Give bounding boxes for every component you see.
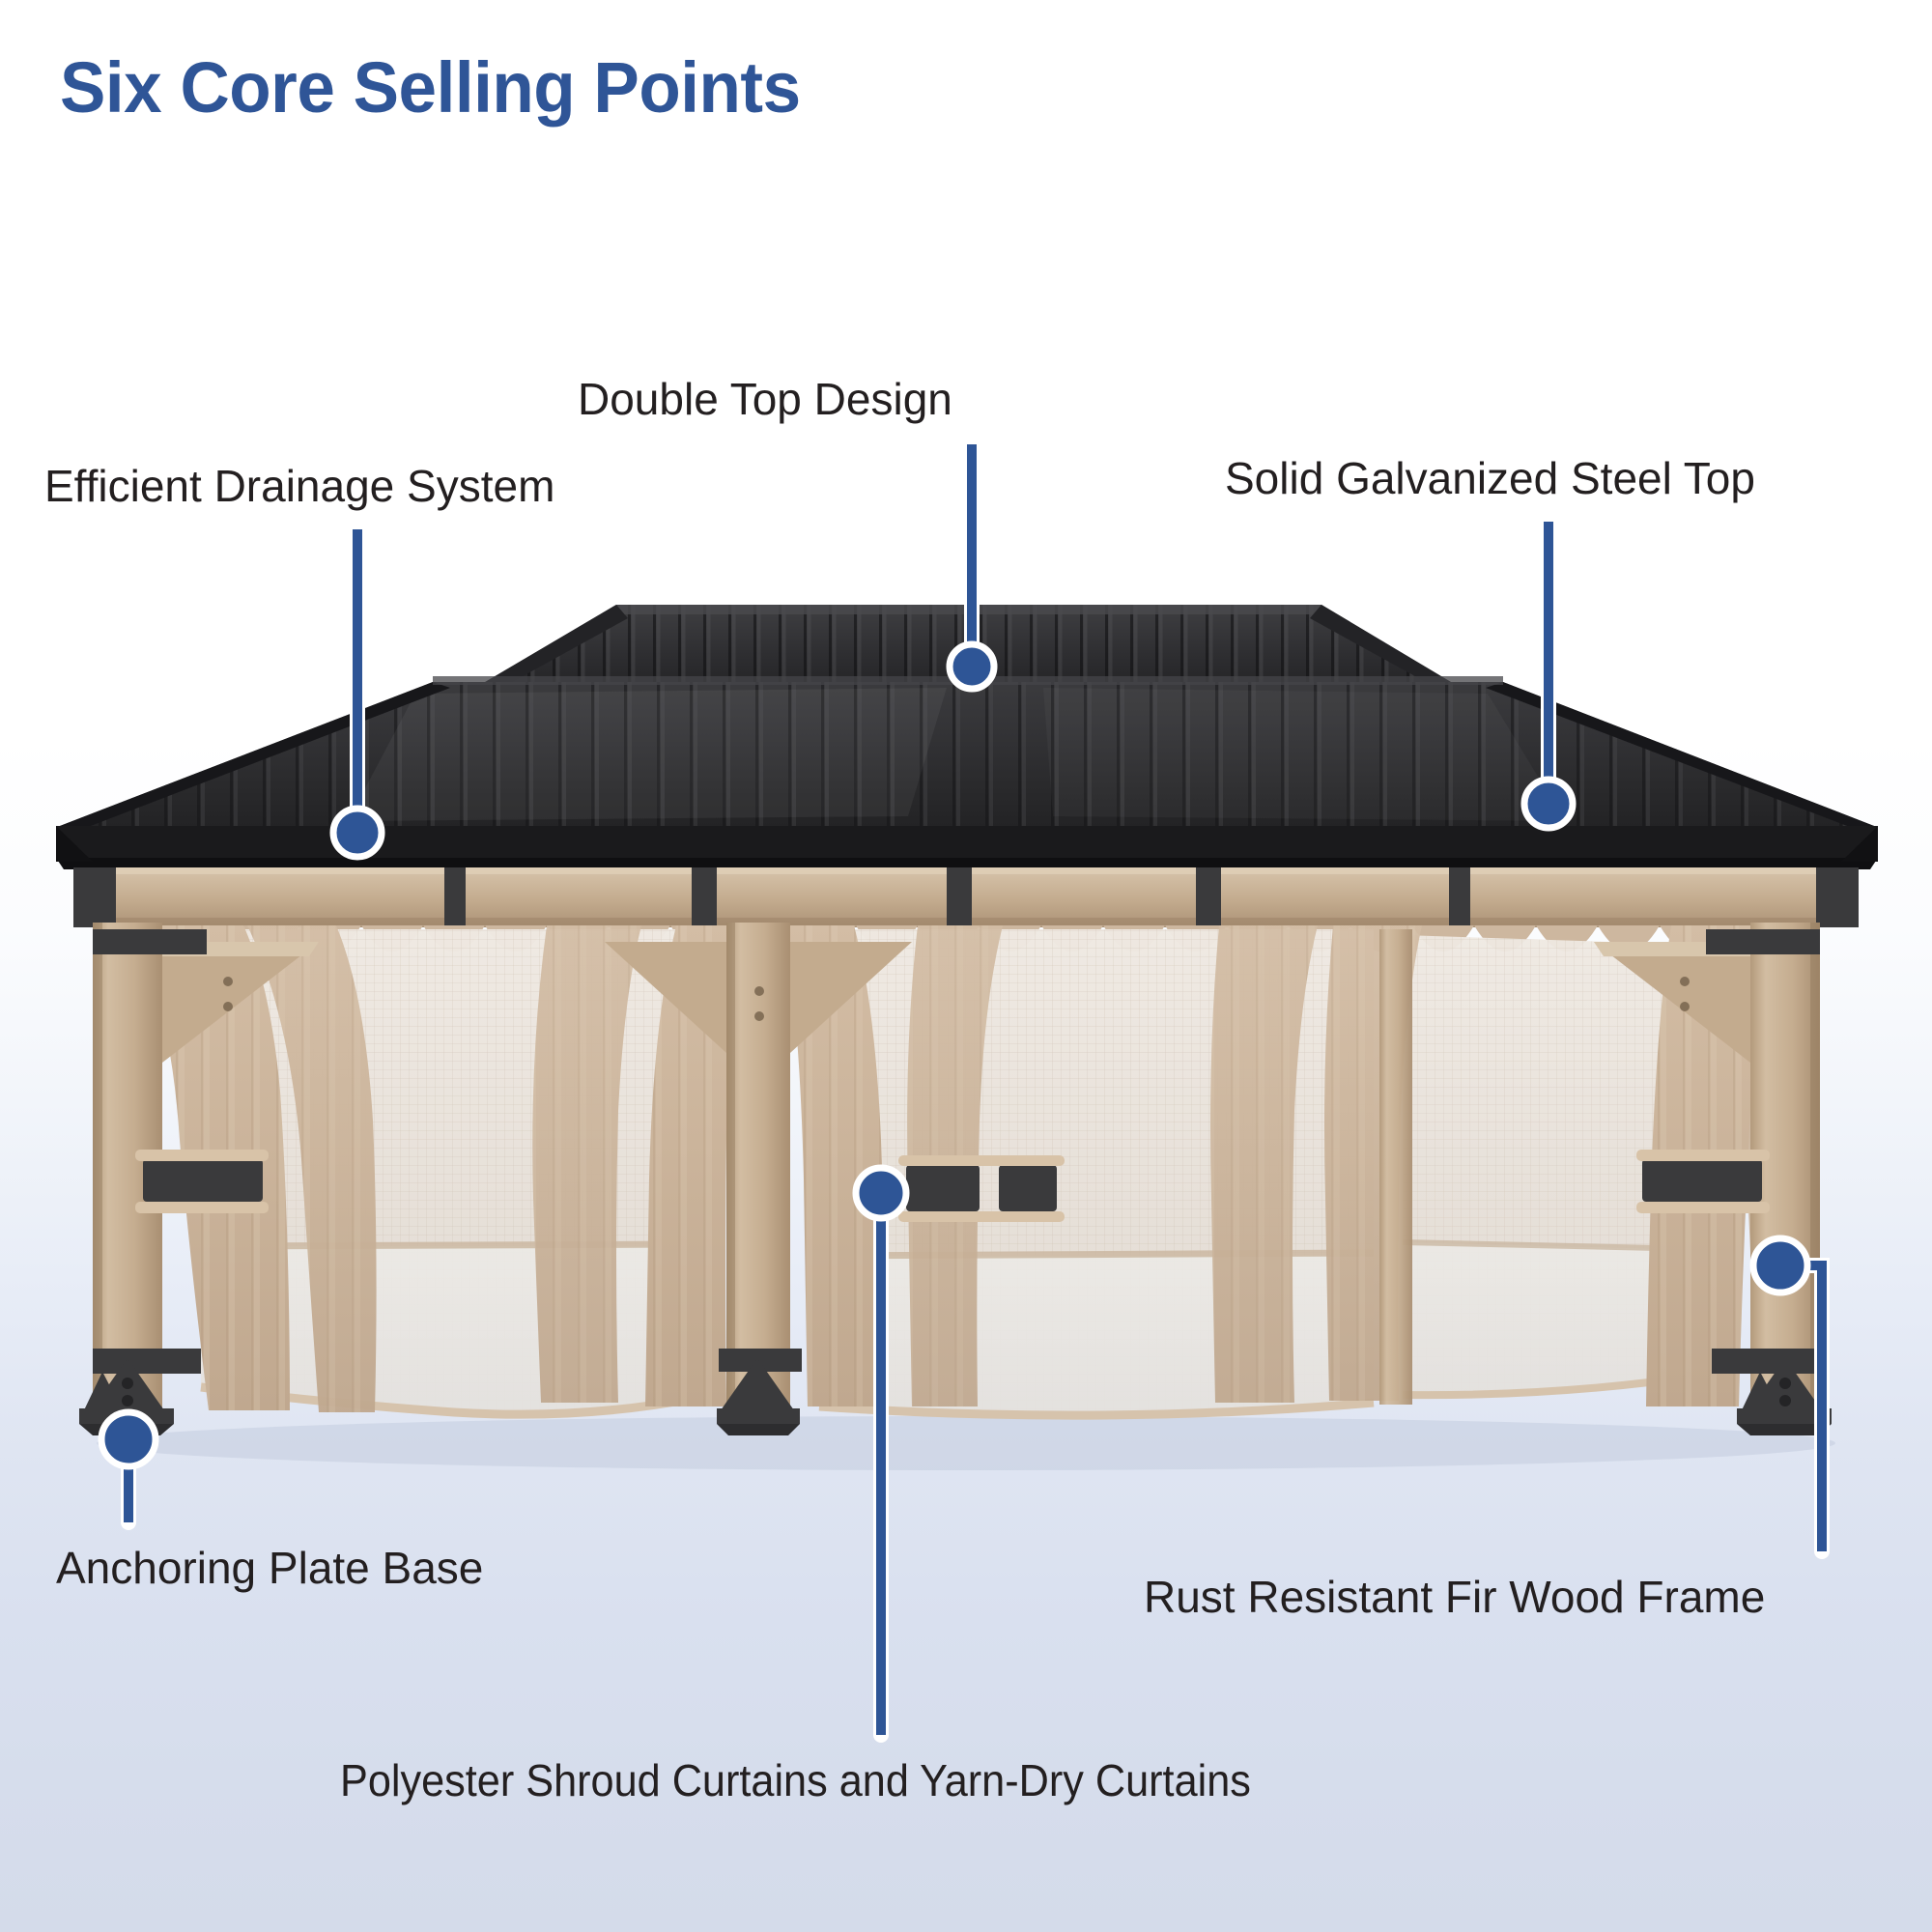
callout-label-anchoring-plate-base: Anchoring Plate Base xyxy=(56,1543,484,1593)
callout-label-double-top-design: Double Top Design xyxy=(578,374,952,424)
page-title: Six Core Selling Points xyxy=(60,47,801,128)
callout-label-polyester-shroud-curtains: Polyester Shroud Curtains and Yarn-Dry C… xyxy=(340,1755,1251,1805)
callout-label-solid-galvanized-steel-top: Solid Galvanized Steel Top xyxy=(1225,453,1755,503)
callout-label-rust-resistant-fir-wood-frame: Rust Resistant Fir Wood Frame xyxy=(1144,1572,1766,1622)
callout-label-efficient-drainage-system: Efficient Drainage System xyxy=(44,461,555,511)
